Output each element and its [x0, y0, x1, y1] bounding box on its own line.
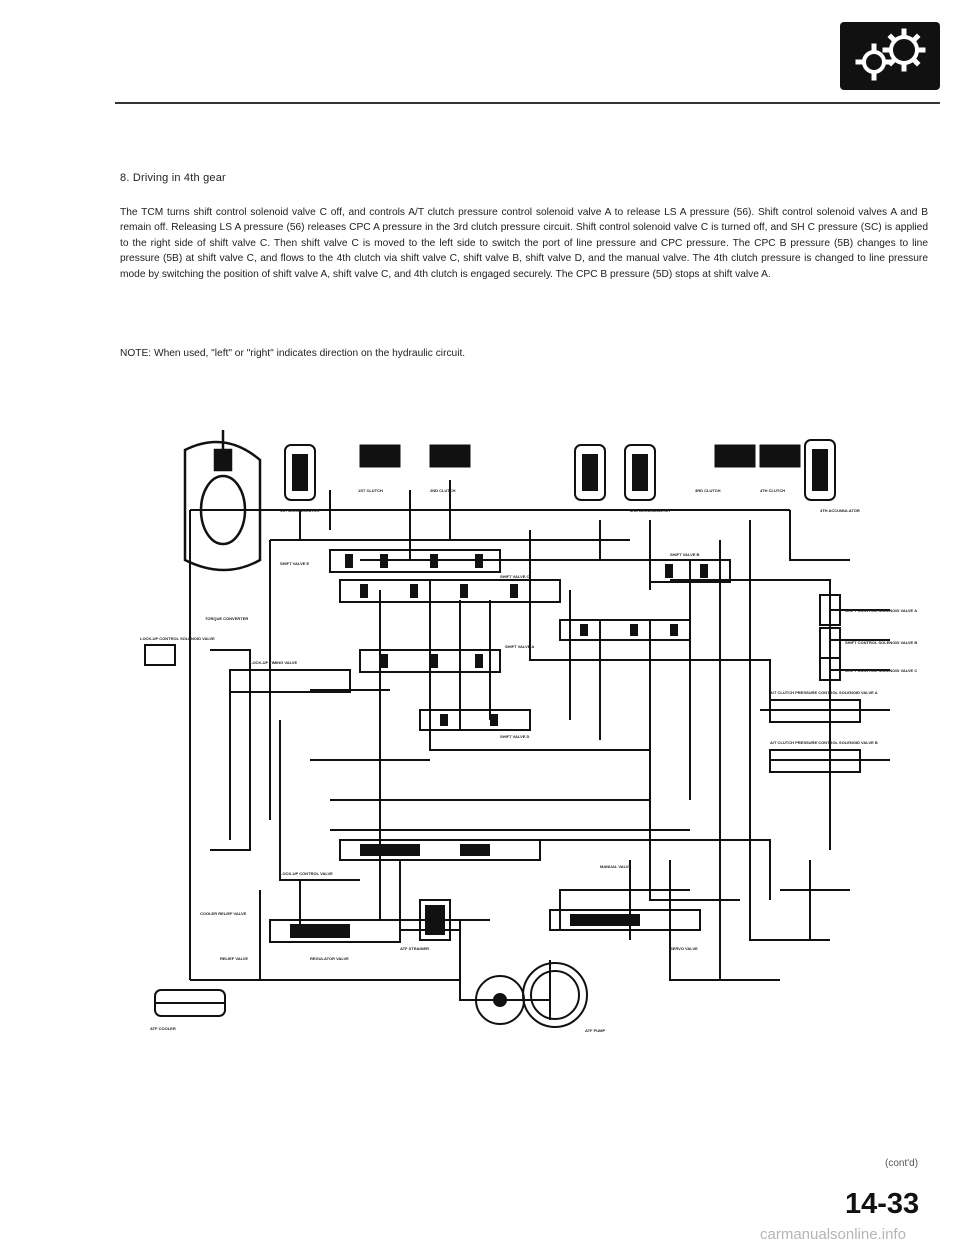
label-4th-accumulator: 4TH ACCUMULATOR — [820, 508, 860, 513]
accumulator-3rd — [624, 444, 656, 501]
section-body: The TCM turns shift control solenoid val… — [120, 207, 928, 280]
label-lockup-control-valve: LOCK-UP CONTROL VALVE — [280, 871, 333, 876]
label-scs-valve-c: SHIFT CONTROL SOLENOID VALVE C — [845, 668, 917, 673]
logo-background — [840, 22, 940, 90]
solenoid-scs-c — [819, 657, 841, 681]
label-relief-valve: RELIEF VALVE — [220, 956, 248, 961]
label-atf-pump: ATF PUMP — [585, 1028, 605, 1033]
label-atc-valve-a: A/T CLUTCH PRESSURE CONTROL SOLENOID VAL… — [770, 690, 878, 695]
gears-icon — [840, 22, 940, 90]
accumulator-4th — [804, 439, 836, 501]
label-1st-clutch: 1ST CLUTCH — [358, 488, 383, 493]
accumulator-2nd — [574, 444, 606, 501]
shift-valve-b — [649, 559, 731, 583]
manual-valve — [339, 839, 541, 861]
label-lockup-timing-valve: LOCK-UP TIMING VALVE — [250, 660, 297, 665]
continued-marker: (cont'd) — [885, 1158, 919, 1169]
shift-valve-d — [359, 649, 501, 673]
atf-pump — [475, 962, 588, 1028]
label-shift-valve-e: SHIFT VALVE E — [280, 561, 310, 566]
header-rule — [115, 102, 940, 104]
solenoid-scs-a — [819, 594, 841, 626]
site-watermark: carmanualsonline.info — [760, 1226, 906, 1243]
label-atc-valve-b: A/T CLUTCH PRESSURE CONTROL SOLENOID VAL… — [770, 740, 878, 745]
label-torque-converter: TORQUE CONVERTER — [205, 616, 248, 621]
torque-converter — [183, 430, 262, 572]
direction-note: NOTE: When used, "left" or "right" indic… — [120, 348, 466, 359]
servo-valve — [549, 909, 701, 931]
label-3rd-accumulator: 3RD ACCUMULATOR — [630, 508, 670, 513]
label-shift-valve-c: SHIFT VALVE C — [500, 574, 530, 579]
label-atf-cooler: ATF COOLER — [150, 1026, 176, 1031]
solenoid-atc-b — [769, 749, 861, 773]
atf-cooler — [154, 989, 226, 1017]
solenoid-lockup — [144, 644, 176, 666]
clutch-1st — [359, 444, 401, 468]
label-2nd-clutch: 2ND CLUTCH — [430, 488, 456, 493]
solenoid-atc-a — [769, 699, 861, 723]
label-shift-valve-a: SHIFT VALVE A — [505, 644, 534, 649]
clutch-4th — [759, 444, 801, 468]
lockup-timing-valve — [419, 709, 531, 731]
page-number: 14-33 — [845, 1188, 920, 1220]
label-4th-clutch: 4TH CLUTCH — [760, 488, 785, 493]
label-lockup-control-solenoid: LOCK-UP CONTROL SOLENOID VALVE — [140, 636, 215, 641]
gears-logo — [840, 22, 940, 90]
label-3rd-clutch: 3RD CLUTCH — [695, 488, 721, 493]
clutch-2nd — [429, 444, 471, 468]
shift-valve-c — [339, 579, 561, 603]
label-manual-valve: MANUAL VALVE — [600, 864, 631, 869]
clutch-3rd — [714, 444, 756, 468]
label-1st-accumulator: 1ST ACCUMULATOR — [280, 508, 320, 513]
label-cooler-relief-valve: COOLER RELIEF VALVE — [200, 911, 247, 916]
label-scs-valve-b: SHIFT CONTROL SOLENOID VALVE B — [845, 640, 917, 645]
regulator-valve — [269, 919, 401, 943]
label-atf-strainer: ATF STRAINER — [400, 946, 429, 951]
label-servo-valve: SERVO VALVE — [670, 946, 698, 951]
label-shift-valve-b: SHIFT VALVE B — [670, 552, 700, 557]
shift-valve-e — [329, 549, 501, 573]
accumulator-1st — [284, 444, 316, 501]
hydraulic-circuit-diagram: TORQUE CONVERTER 1ST ACCUMULATOR 3RD ACC… — [140, 430, 917, 1033]
shift-valve-a — [559, 619, 691, 641]
atf-strainer — [419, 899, 451, 941]
section-heading: 8. Driving in 4th gear — [120, 172, 226, 184]
label-shift-valve-d: SHIFT VALVE D — [500, 734, 530, 739]
label-regulator-valve: REGULATOR VALVE — [310, 956, 349, 961]
label-scs-valve-a: SHIFT CONTROL SOLENOID VALVE A — [845, 608, 917, 613]
lockup-control-valve — [229, 669, 351, 693]
